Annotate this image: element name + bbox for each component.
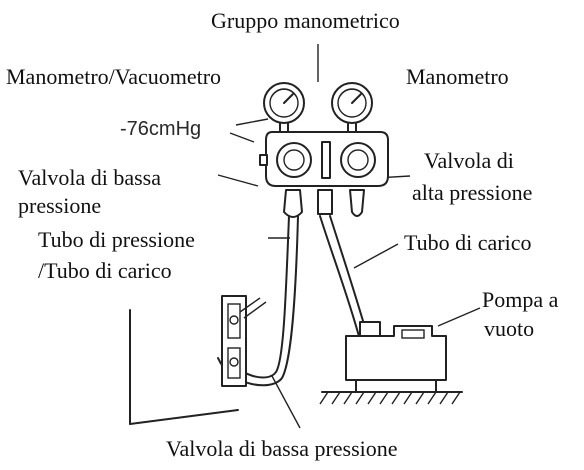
label-charge-hose: Tubo di carico bbox=[404, 230, 532, 255]
label-gauge-set: Gruppo manometrico bbox=[211, 8, 400, 33]
label-pressure-hose-2: /Tubo di carico bbox=[38, 258, 172, 283]
label-vacuum-pump-1: Pompa a bbox=[482, 287, 559, 312]
leader-lines bbox=[217, 44, 481, 429]
label-vacuum-reading: -76cmHg bbox=[120, 118, 202, 140]
label-pressure-hose-1: Tubo di pressione bbox=[38, 227, 195, 252]
service-valve-unit bbox=[129, 295, 267, 425]
label-pressure-gauge: Manometro bbox=[406, 64, 509, 89]
label-high-valve-2: alta pressione bbox=[412, 180, 533, 205]
label-low-valve-2: pressione bbox=[18, 193, 102, 218]
label-low-valve-1: Valvola di bassa bbox=[18, 165, 161, 190]
hose-fittings bbox=[283, 189, 365, 218]
ground-hatching bbox=[319, 391, 463, 405]
label-high-valve-1: Valvola di bbox=[424, 148, 514, 173]
label-compound-gauge: Manometro/Vacuometro bbox=[6, 64, 222, 89]
label-service-valve: Valvola di bassa pressione bbox=[166, 436, 398, 461]
pressure-gauge-dial bbox=[331, 82, 373, 133]
vacuum-pump bbox=[345, 321, 447, 393]
label-vacuum-pump-2: vuoto bbox=[484, 316, 535, 341]
compound-gauge-dial bbox=[263, 82, 305, 133]
manifold-body bbox=[259, 131, 389, 187]
